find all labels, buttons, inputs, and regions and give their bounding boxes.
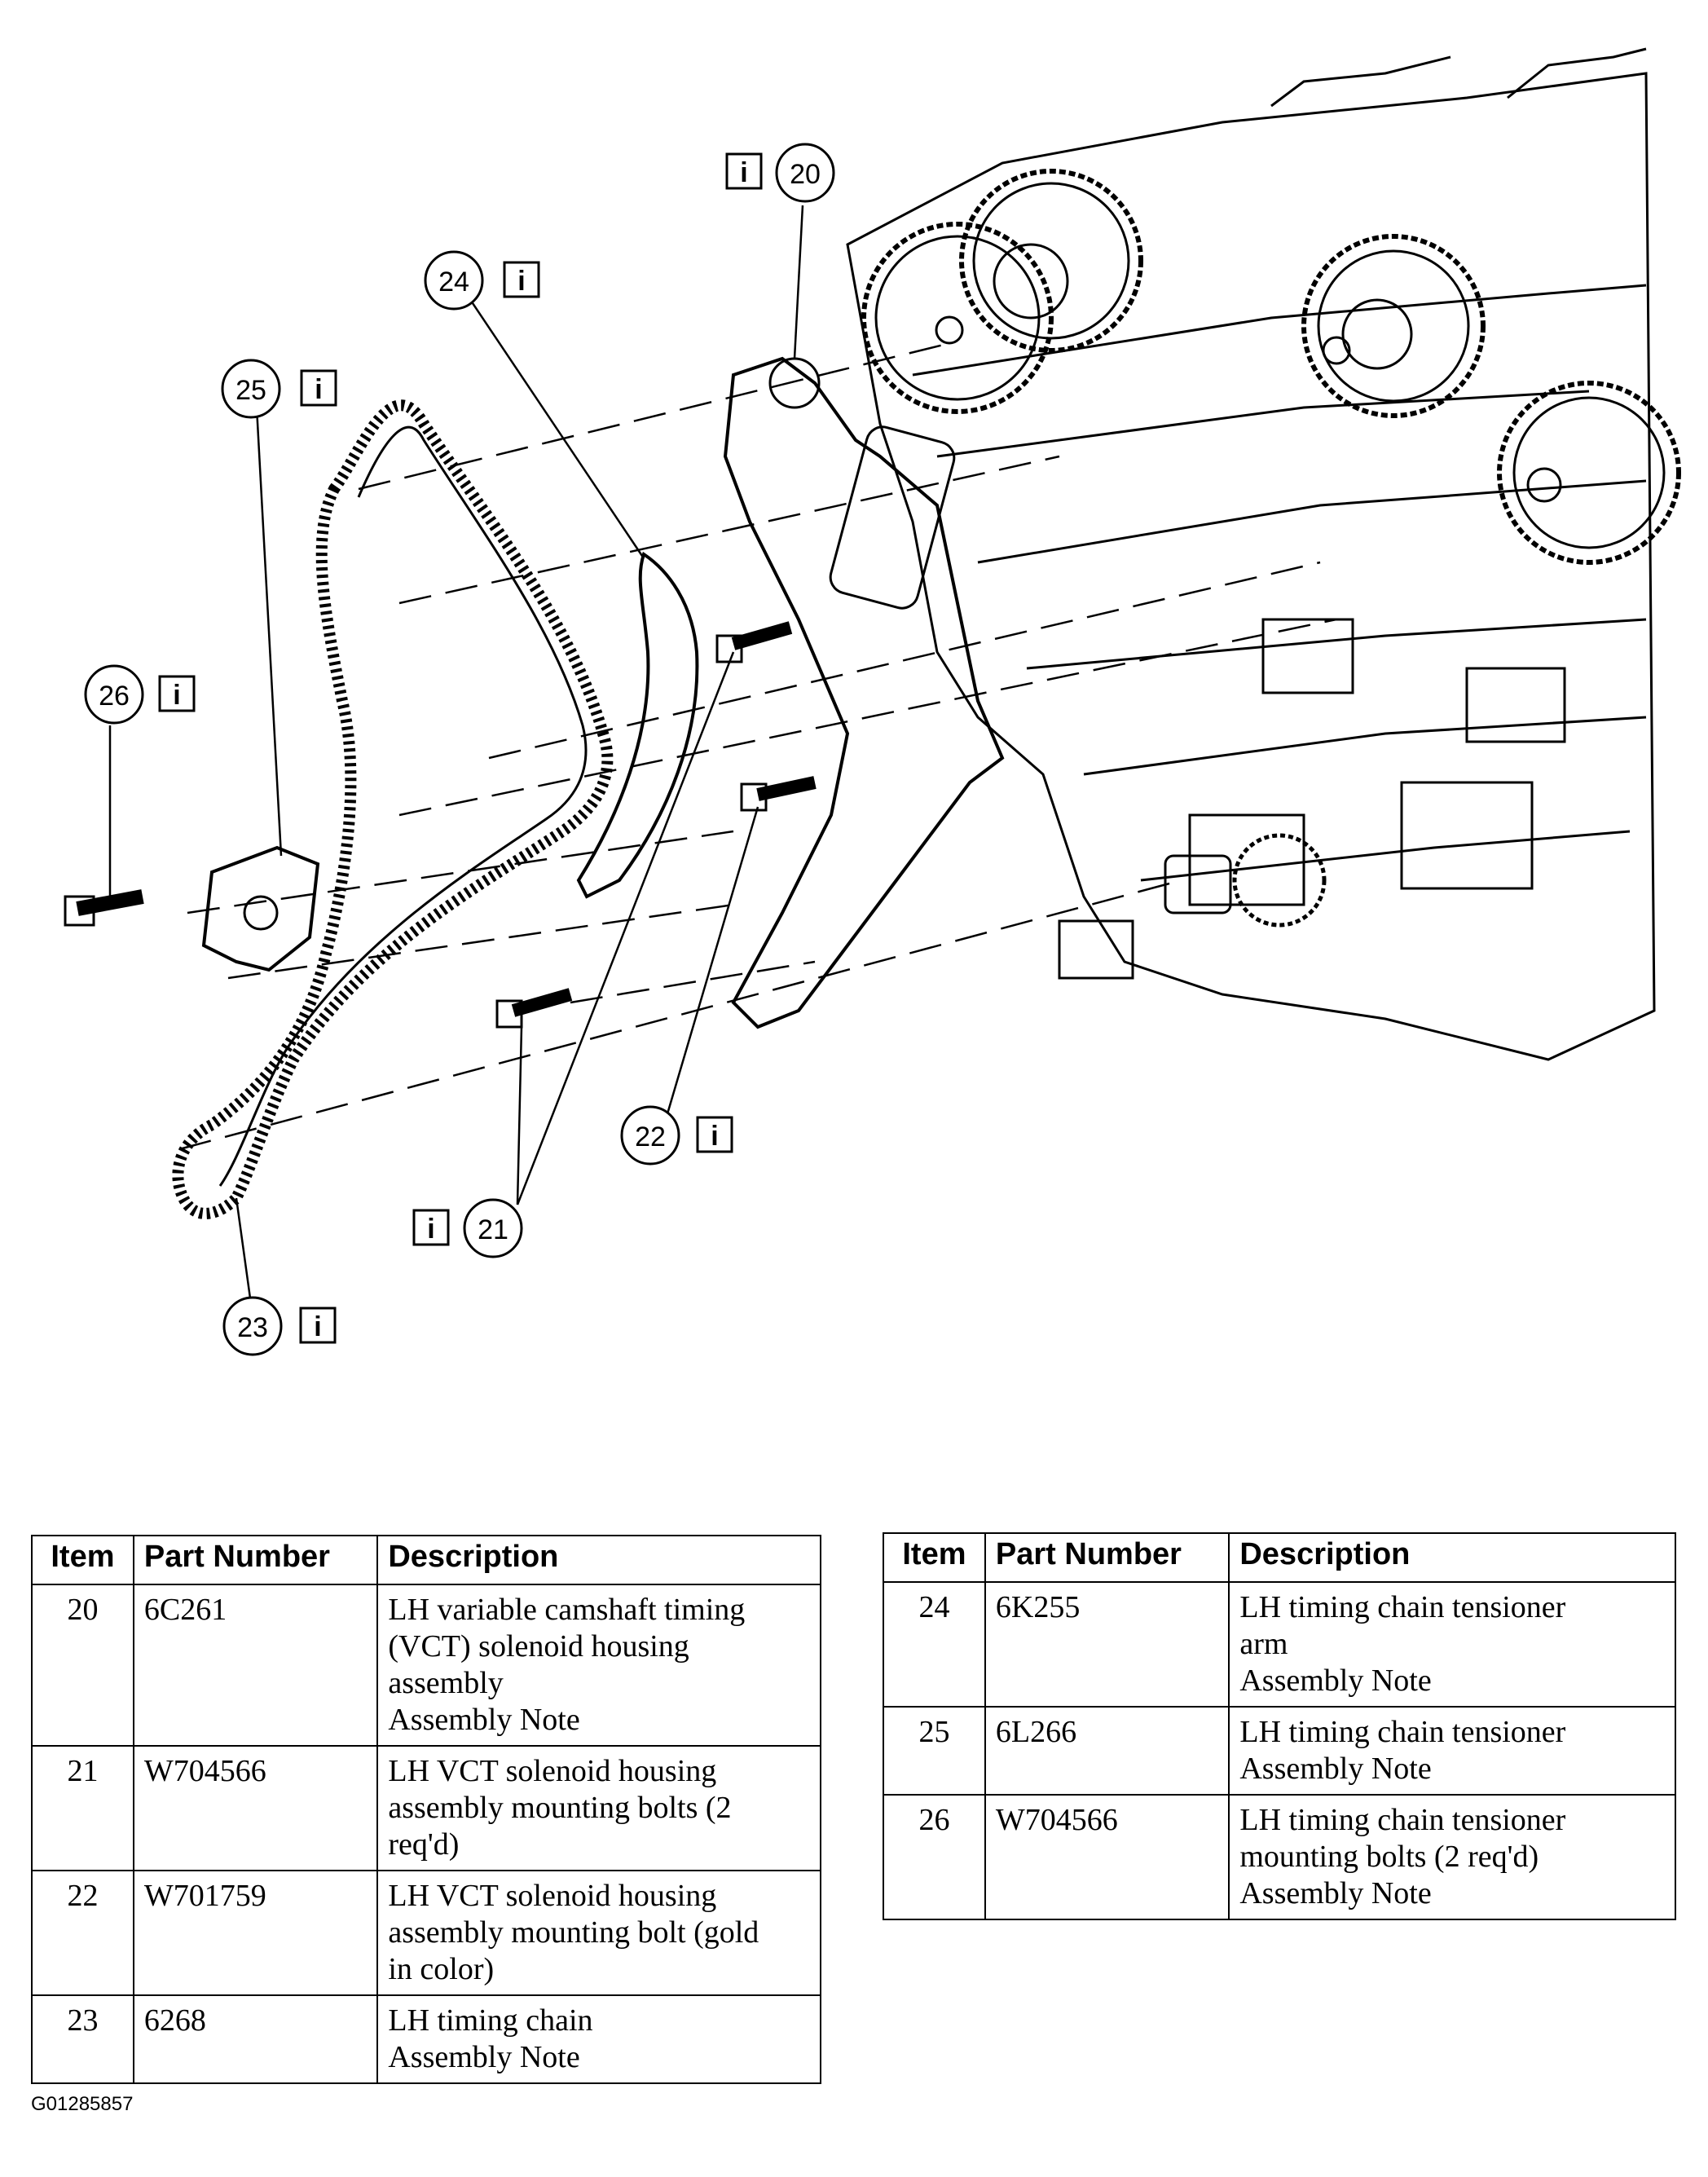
svg-text:26: 26 [99,681,130,712]
svg-text:22: 22 [635,1122,666,1152]
bolt-22 [740,776,817,812]
description-cell: LH timing chain tensioner mounting bolts… [1228,1794,1676,1920]
info-icon: i [427,1214,434,1245]
info-icon: i [315,374,322,405]
description-cell: LH timing chain Assembly Note [376,1994,821,2084]
info-icon: i [314,1311,321,1342]
info-icon: i [711,1121,718,1152]
svg-text:23: 23 [237,1312,268,1343]
bolt-21-lower [495,988,573,1029]
item-cell: 22 [31,1870,134,1996]
camshaft-sprockets [861,169,1681,928]
item-cell: 23 [31,1994,134,2084]
parts-table-left: Item Part Number Description 20 6C261 LH… [31,1535,821,2084]
table-row: 23 6268 LH timing chain Assembly Note [31,1994,821,2084]
table-row: 24 6K255 LH timing chain tensioner arm A… [883,1581,1676,1708]
info-icon: i [517,266,525,297]
description-cell: LH timing chain tensioner Assembly Note [1228,1706,1676,1796]
svg-text:25: 25 [236,375,266,406]
description-cell: LH VCT solenoid housing assembly mountin… [376,1745,821,1871]
callout-20: i 20 [725,143,835,203]
callout-21: i 21 [412,1198,523,1258]
table-row: 25 6L266 LH timing chain tensioner Assem… [883,1706,1676,1796]
callout-22: 22 i [620,1105,733,1166]
item-cell: 25 [883,1706,986,1796]
info-icon: i [173,680,180,711]
table-row: 22 W701759 LH VCT solenoid housing assem… [31,1870,821,1996]
bolt-26 [64,889,144,927]
part-number-cell: 6K255 [984,1581,1230,1708]
vct-solenoid-housing [723,356,1005,1029]
header-part-number: Part Number [984,1532,1230,1583]
description-cell: LH VCT solenoid housing assembly mountin… [376,1870,821,1996]
bolt-21-upper [715,621,793,663]
item-cell: 26 [883,1794,986,1920]
alignment-lines [178,341,1337,1151]
item-cell: 21 [31,1745,134,1871]
callout-25: 25 i [221,359,337,419]
parts-table-right: Item Part Number Description 24 6K255 LH… [883,1532,1676,1920]
chain-tensioner [201,845,320,972]
table-header-row: Item Part Number Description [31,1535,821,1585]
timing-chain-exploded-diagram: i 20 24 i 25 i 26 i 22 i i 21 23 i [64,47,1681,1356]
leader-lines [108,205,804,1305]
header-item: Item [31,1535,134,1585]
svg-text:21: 21 [478,1214,508,1245]
engine-block [846,47,1656,1061]
tensioner-arm [576,551,699,899]
header-part-number: Part Number [132,1535,379,1585]
info-icon: i [740,157,747,188]
part-number-cell: W704566 [984,1794,1230,1920]
table-row: 21 W704566 LH VCT solenoid housing assem… [31,1745,821,1871]
callout-23: 23 i [222,1296,337,1356]
item-cell: 24 [883,1581,986,1708]
svg-text:20: 20 [790,159,821,190]
part-number-cell: W704566 [132,1745,379,1871]
callout-26: 26 i [84,664,196,725]
part-number-cell: 6C261 [132,1584,379,1747]
callout-24: 24 i [424,250,540,311]
table-row: 26 W704566 LH timing chain tensioner mou… [883,1794,1676,1920]
header-item: Item [883,1532,986,1583]
item-cell: 20 [31,1584,134,1747]
part-number-cell: W701759 [132,1870,379,1996]
header-description: Description [376,1535,821,1585]
description-cell: LH timing chain tensioner arm Assembly N… [1228,1581,1676,1708]
header-description: Description [1228,1532,1676,1583]
table-header-row: Item Part Number Description [883,1532,1676,1583]
part-number-cell: 6L266 [984,1706,1230,1796]
svg-text:24: 24 [438,267,469,297]
part-number-cell: 6268 [132,1994,379,2084]
table-row: 20 6C261 LH variable camshaft timing (VC… [31,1584,821,1747]
description-cell: LH variable camshaft timing (VCT) soleno… [376,1584,821,1747]
figure-code: G01285857 [31,2093,134,2115]
